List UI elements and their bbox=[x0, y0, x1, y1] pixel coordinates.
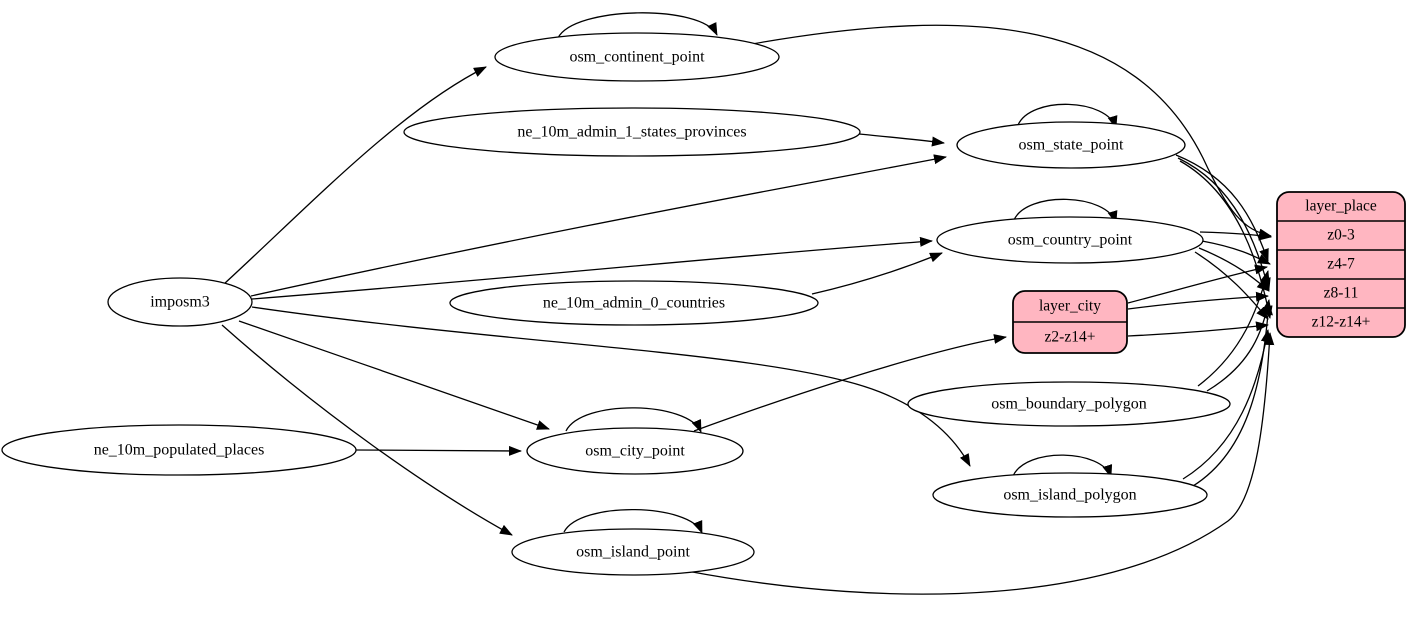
osm-island-polygon-shape bbox=[932, 472, 1208, 518]
self-loop-osm-city-point bbox=[565, 407, 702, 433]
osm-state-point-shape bbox=[956, 121, 1186, 169]
node-osm-island-point: osm_island_point bbox=[511, 528, 755, 576]
self-loop-osm-continent-point bbox=[557, 12, 718, 39]
edge-layer-city-to-layer-place-z12-z14 bbox=[1127, 321, 1269, 337]
osm-island-polygon-label: osm_island_polygon bbox=[1003, 487, 1136, 504]
node-osm-city-point: osm_city_point bbox=[526, 427, 744, 475]
edge-imposm3-to-osm-state-point bbox=[250, 154, 947, 297]
ne-10m-populated-places-label: ne_10m_populated_places bbox=[94, 442, 265, 459]
imposm3-label: imposm3 bbox=[150, 294, 210, 311]
node-osm-boundary-polygon: osm_boundary_polygon bbox=[907, 381, 1231, 427]
self-loop-osm-state-point bbox=[1017, 103, 1118, 129]
layer-place-title: layer_place bbox=[1305, 198, 1377, 215]
osm-state-point-label: osm_state_point bbox=[1019, 137, 1124, 154]
edge-osm-country-point-to-layer-place-z12-z14 bbox=[1194, 251, 1269, 320]
node-osm-continent-point: osm_continent_point bbox=[494, 32, 780, 82]
self-loop-osm-island-point bbox=[563, 508, 703, 534]
layer-place-row-z4-7: z4-7 bbox=[1327, 256, 1355, 273]
self-loop-osm-island-polygon bbox=[1012, 454, 1113, 478]
record-layer-city: layer_city z2-z14+ bbox=[1012, 290, 1128, 354]
edge-imposm3-to-osm-island-point bbox=[221, 324, 513, 536]
osm-continent-point-shape bbox=[494, 32, 780, 82]
ne-10m-populated-places-shape bbox=[1, 424, 357, 476]
edge-ne-10m-admin-1-to-osm-state-point bbox=[858, 133, 945, 147]
edge-osm-island-point-to-layer-place-z12-z14 bbox=[686, 332, 1275, 595]
self-loop-osm-country-point bbox=[1013, 198, 1118, 224]
osm-city-point-label: osm_city_point bbox=[585, 443, 685, 460]
edge-imposm3-to-osm-country-point bbox=[251, 236, 933, 300]
ne-10m-admin-1-label: ne_10m_admin_1_states_provinces bbox=[517, 124, 746, 141]
edge-osm-country-point-to-layer-place-z4-7 bbox=[1201, 240, 1271, 265]
ne-10m-admin-0-label: ne_10m_admin_0_countries bbox=[543, 295, 725, 312]
layer-place-row-z12-z14: z12-z14+ bbox=[1312, 314, 1371, 331]
layer-city-row-z2-z14: z2-z14+ bbox=[1045, 329, 1096, 346]
edge-osm-country-point-to-layer-place-z0-3 bbox=[1199, 230, 1272, 241]
ne-10m-admin-0-shape bbox=[449, 280, 819, 326]
osm-island-point-label: osm_island_point bbox=[576, 544, 690, 561]
edge-layer-city-to-layer-place-z4-7 bbox=[1127, 264, 1268, 304]
edge-ne-10m-populated-places-to-osm-city-point bbox=[355, 445, 522, 456]
osm-country-point-shape bbox=[936, 216, 1204, 264]
imposm3-shape bbox=[107, 277, 253, 327]
osm-continent-point-label: osm_continent_point bbox=[569, 49, 705, 66]
edge-imposm3-to-osm-island-polygon bbox=[251, 306, 971, 467]
osm-boundary-polygon-label: osm_boundary_polygon bbox=[991, 396, 1147, 413]
edge-imposm3-to-osm-city-point bbox=[238, 320, 550, 430]
edge-osm-state-point-to-layer-place-z4-7 bbox=[1175, 154, 1269, 262]
layer-city-title: layer_city bbox=[1039, 298, 1101, 315]
ne-10m-admin-1-shape bbox=[403, 107, 861, 157]
edge-osm-island-polygon-to-layer-place-z12-z14 bbox=[1182, 329, 1271, 480]
osm-city-point-shape bbox=[526, 427, 744, 475]
osm-island-point-shape bbox=[511, 528, 755, 576]
edge-ne-10m-admin-0-to-osm-country-point bbox=[811, 252, 943, 295]
edge-imposm3-to-osm-continent-point bbox=[223, 66, 487, 285]
edge-osm-boundary-polygon-to-layer-place-z4-7 bbox=[1197, 270, 1270, 387]
edge-osm-country-point-to-layer-place-z8-11 bbox=[1198, 247, 1270, 292]
node-ne-10m-admin-1-states-provinces: ne_10m_admin_1_states_provinces bbox=[403, 107, 861, 157]
edge-osm-boundary-polygon-to-layer-place-z8-11 bbox=[1206, 299, 1272, 392]
node-osm-island-polygon: osm_island_polygon bbox=[932, 472, 1208, 518]
layer-place-box bbox=[1276, 191, 1406, 338]
edge-layer-city-to-layer-place-z8-11 bbox=[1127, 291, 1269, 310]
edge-osm-island-polygon-to-layer-place-z8-11 bbox=[1192, 302, 1273, 487]
record-layer-place: layer_place z0-3 z4-7 z8-11 z12-z14+ bbox=[1276, 191, 1406, 338]
edge-osm-continent-point-to-layer-place-z0-3 bbox=[751, 24, 1272, 239]
osm-boundary-polygon-shape bbox=[907, 381, 1231, 427]
layer-place-row-z8-11: z8-11 bbox=[1324, 285, 1359, 302]
osm-country-point-label: osm_country_point bbox=[1008, 232, 1133, 249]
node-osm-state-point: osm_state_point bbox=[956, 121, 1186, 169]
node-ne-10m-admin-0-countries: ne_10m_admin_0_countries bbox=[449, 280, 819, 326]
layer-place-row-z0-3: z0-3 bbox=[1327, 227, 1355, 244]
node-osm-country-point: osm_country_point bbox=[936, 216, 1204, 264]
edge-layer bbox=[221, 12, 1275, 595]
edge-osm-city-point-to-layer-city-z2 bbox=[693, 334, 1007, 432]
node-imposm3: imposm3 bbox=[107, 277, 253, 327]
node-ne-10m-populated-places: ne_10m_populated_places bbox=[1, 424, 357, 476]
